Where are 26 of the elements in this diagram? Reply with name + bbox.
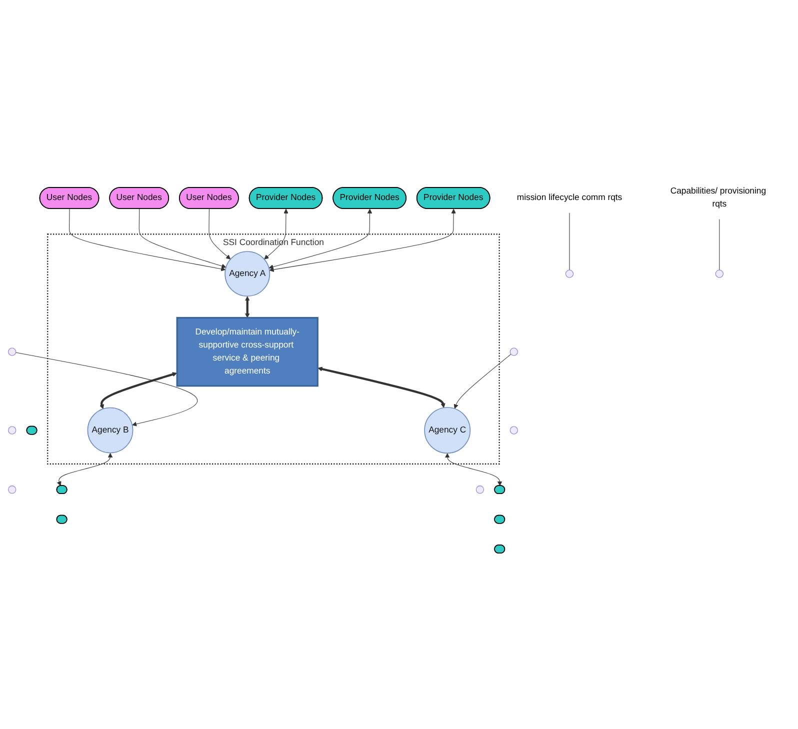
arrow xyxy=(268,208,372,269)
node-circle xyxy=(8,426,16,434)
arrow xyxy=(69,208,226,271)
connector xyxy=(719,218,720,270)
connector xyxy=(569,212,570,270)
arrow xyxy=(99,372,178,409)
arrow xyxy=(444,452,502,486)
arrow xyxy=(269,208,456,272)
node-text: Capabilities/ provisioning rqts xyxy=(670,186,766,208)
arrow xyxy=(16,352,198,426)
node-box: Develop/maintain mutually-supportive cross-support service & peering agreements xyxy=(176,316,318,386)
node-circle xyxy=(476,485,484,494)
node-circle xyxy=(8,347,16,356)
node-circle xyxy=(510,347,518,356)
node-circle xyxy=(510,426,518,434)
node-circle: Agency B xyxy=(87,406,134,453)
node-circle xyxy=(8,485,16,494)
arrow xyxy=(318,366,446,408)
node-text: mission lifecycle comm rqts xyxy=(516,192,622,202)
node-circle: Agency A xyxy=(224,250,270,296)
arrow xyxy=(208,208,231,259)
node-circle: Agency C xyxy=(424,406,471,453)
arrow xyxy=(56,452,113,486)
arrow xyxy=(454,353,512,408)
arrow xyxy=(244,296,250,318)
arrow xyxy=(138,208,226,268)
